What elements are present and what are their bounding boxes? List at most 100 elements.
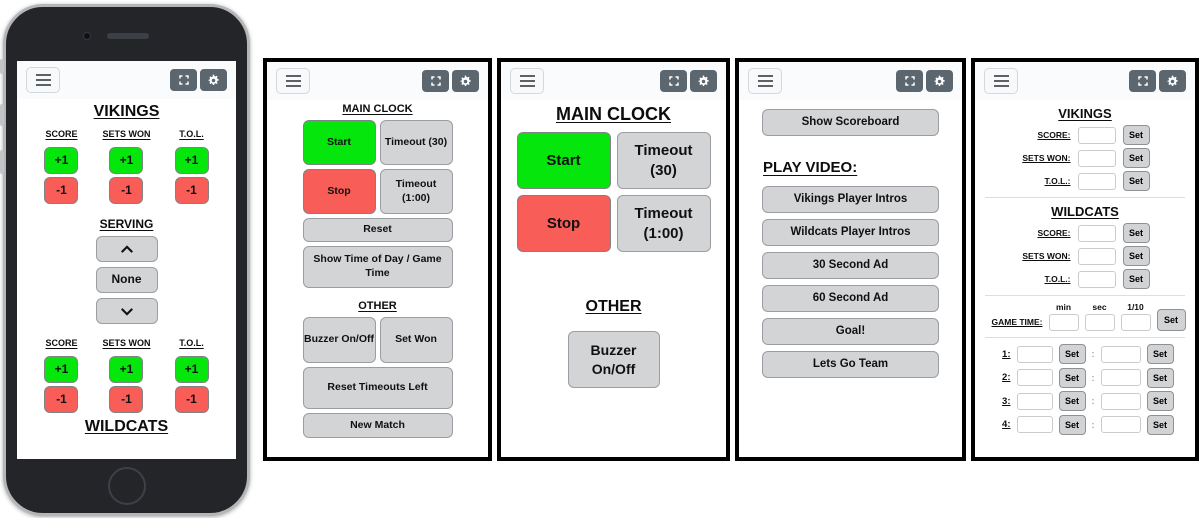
game-time-tenths-input[interactable] <box>1120 314 1151 331</box>
sets-won-label: SETS WON <box>102 129 151 139</box>
preset-row-3: 3: Set : Set <box>975 391 1195 411</box>
vikings-sets-set-button[interactable]: Set <box>1122 148 1150 168</box>
vikings-score-minus-button[interactable]: -1 <box>44 177 79 204</box>
wildcats-score-set-button[interactable]: Set <box>1122 223 1150 243</box>
wildcats-sets-set-button[interactable]: Set <box>1122 246 1150 266</box>
video-lets-go-team-button[interactable]: Lets Go Team <box>762 351 939 378</box>
vikings-sets-column: SETS WON +1 -1 <box>102 129 151 204</box>
game-time-min-input[interactable] <box>1048 314 1079 331</box>
new-match-button[interactable]: New Match <box>302 413 453 438</box>
wildcats-tol-plus-button[interactable]: +1 <box>174 356 209 383</box>
serving-up-button[interactable] <box>95 236 158 262</box>
timeout-100-button[interactable]: Timeout (1:00) <box>616 195 711 252</box>
vikings-sets-minus-button[interactable]: -1 <box>109 177 144 204</box>
timeout-30-button[interactable]: Timeout (30) <box>379 120 453 165</box>
wildcats-tol-input[interactable] <box>1077 270 1116 288</box>
buzzer-toggle-button[interactable]: Buzzer On/Off <box>302 317 376 363</box>
settings-button[interactable] <box>1159 70 1186 92</box>
preset-2-set-a-button[interactable]: Set <box>1058 367 1086 388</box>
start-timeout-row: Start Timeout (30) <box>516 132 711 189</box>
phone-volume-down-button <box>0 150 4 174</box>
game-time-sec-input[interactable] <box>1084 314 1115 331</box>
settings-button[interactable] <box>690 70 717 92</box>
vikings-score-plus-button[interactable]: +1 <box>44 147 79 174</box>
wildcats-score-input[interactable] <box>1077 224 1116 242</box>
serving-section: SERVING None <box>17 217 236 324</box>
colon-separator: : <box>1091 396 1095 406</box>
wildcats-tol-set-button[interactable]: Set <box>1122 269 1150 289</box>
preset-1-input-b[interactable] <box>1100 345 1141 363</box>
timeout-30-button[interactable]: Timeout (30) <box>616 132 711 189</box>
serving-down-button[interactable] <box>95 298 158 324</box>
buzzer-toggle-button[interactable]: Buzzer On/Off <box>567 331 660 388</box>
reset-clock-button[interactable]: Reset <box>302 218 453 242</box>
vikings-score-set-button[interactable]: Set <box>1122 125 1150 145</box>
preset-2-input-a[interactable] <box>1016 369 1053 386</box>
settings-button[interactable] <box>926 70 953 92</box>
video-wildcats-intros-button[interactable]: Wildcats Player Intros <box>762 219 939 246</box>
fullscreen-button[interactable] <box>170 69 197 91</box>
preset-4-input-a[interactable] <box>1016 416 1053 433</box>
preset-4-set-a-button[interactable]: Set <box>1058 414 1086 435</box>
menu-button[interactable] <box>984 68 1018 94</box>
show-scoreboard-button[interactable]: Show Scoreboard <box>762 109 939 136</box>
stop-clock-button[interactable]: Stop <box>516 195 611 252</box>
fullscreen-button[interactable] <box>422 70 449 92</box>
video-60s-ad-button[interactable]: 60 Second Ad <box>762 285 939 312</box>
start-clock-button[interactable]: Start <box>302 120 376 165</box>
reset-timeouts-button[interactable]: Reset Timeouts Left <box>302 367 453 409</box>
wildcats-sets-input[interactable] <box>1077 247 1116 265</box>
vikings-tol-plus-button[interactable]: +1 <box>174 147 209 174</box>
settings-button[interactable] <box>452 70 479 92</box>
menu-button[interactable] <box>26 67 60 93</box>
wildcats-tol-minus-button[interactable]: -1 <box>174 386 209 413</box>
preset-3-set-a-button[interactable]: Set <box>1058 391 1086 411</box>
stop-clock-button[interactable]: Stop <box>302 169 376 214</box>
menu-button[interactable] <box>748 68 782 94</box>
video-30s-ad-button[interactable]: 30 Second Ad <box>762 252 939 279</box>
preset-3-input-a[interactable] <box>1016 392 1053 410</box>
preset-2-label: 2: <box>1002 372 1011 383</box>
wildcats-score-minus-button[interactable]: -1 <box>44 386 79 413</box>
preset-1-set-b-button[interactable]: Set <box>1146 344 1174 364</box>
timeout-100-button[interactable]: Timeout (1:00) <box>379 169 453 214</box>
preset-3-set-b-button[interactable]: Set <box>1146 391 1174 411</box>
fullscreen-button[interactable] <box>896 70 923 92</box>
game-time-set-button[interactable]: Set <box>1156 309 1186 331</box>
vikings-sets-plus-button[interactable]: +1 <box>109 147 144 174</box>
video-goal-button[interactable]: Goal! <box>762 318 939 345</box>
wildcats-sets-minus-button[interactable]: -1 <box>109 386 144 413</box>
team-title-wildcats: WILDCATS <box>84 418 169 435</box>
wildcats-score-plus-button[interactable]: +1 <box>44 356 79 383</box>
menu-button[interactable] <box>276 68 310 94</box>
preset-1-input-a[interactable] <box>1016 345 1053 363</box>
video-vikings-intros-button[interactable]: Vikings Player Intros <box>762 186 939 213</box>
serving-none-button[interactable]: None <box>95 267 158 293</box>
vikings-tol-minus-button[interactable]: -1 <box>174 177 209 204</box>
vikings-tol-set-button[interactable]: Set <box>1122 171 1150 191</box>
preset-4-set-b-button[interactable]: Set <box>1146 414 1174 435</box>
gear-icon <box>698 75 709 86</box>
preset-2-input-b[interactable] <box>1100 369 1141 386</box>
preset-3-input-b[interactable] <box>1100 392 1141 410</box>
iphone-mockup: VIKINGS SCORE +1 -1 SETS WON +1 -1 T.O.L… <box>0 4 250 516</box>
settings-button[interactable] <box>200 69 227 91</box>
fullscreen-button[interactable] <box>660 70 687 92</box>
fullscreen-button[interactable] <box>1129 70 1156 92</box>
vikings-tol-input[interactable] <box>1077 172 1116 190</box>
divider <box>985 295 1185 296</box>
preset-4-input-b[interactable] <box>1100 416 1141 433</box>
menu-button[interactable] <box>510 68 544 94</box>
wildcats-sets-plus-button[interactable]: +1 <box>109 356 144 383</box>
divider <box>985 337 1185 338</box>
start-clock-button[interactable]: Start <box>516 132 611 189</box>
hamburger-icon <box>35 74 51 86</box>
vikings-score-input[interactable] <box>1077 126 1116 144</box>
start-timeout-row: Start Timeout (30) <box>302 120 453 165</box>
show-time-of-day-button[interactable]: Show Time of Day / Game Time <box>302 246 453 288</box>
preset-1-set-a-button[interactable]: Set <box>1058 344 1086 364</box>
stop-timeout-row: Stop Timeout (1:00) <box>516 195 711 252</box>
preset-2-set-b-button[interactable]: Set <box>1146 367 1174 388</box>
vikings-sets-input[interactable] <box>1077 149 1116 167</box>
set-won-button[interactable]: Set Won <box>379 317 453 363</box>
